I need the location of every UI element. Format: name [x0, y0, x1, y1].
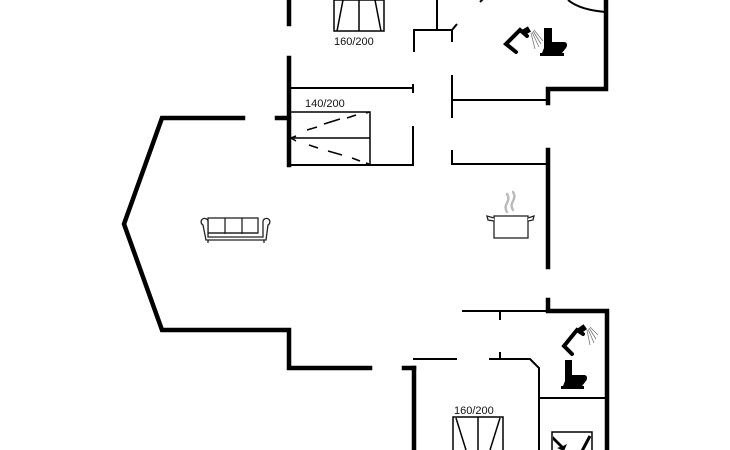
door-swing-a — [451, 23, 458, 31]
cooking-pot-icon — [486, 190, 535, 239]
bed-label-bottom: 160/200 — [454, 405, 494, 417]
living-room-wall-left — [121, 115, 373, 371]
door-swing-top — [479, 0, 484, 3]
bedroom-bottom-wall-top-b — [489, 358, 540, 450]
toilet-icon — [540, 28, 568, 56]
hall-wall-b — [413, 29, 453, 52]
bathroom-bottom-wall-top — [545, 297, 610, 450]
walls — [121, 0, 610, 450]
double-bed-icon-bottom — [452, 416, 504, 450]
interior-walls — [289, 0, 607, 450]
bathroom-top-wall-right — [545, 0, 609, 106]
shower-icon — [503, 26, 544, 54]
single-bed-icon — [551, 431, 593, 450]
bedroom-middle-wall-bottom — [289, 126, 414, 166]
bed-label-middle: 140/200 — [305, 98, 345, 110]
shower-icon-bottom — [561, 324, 599, 356]
double-bed-icon — [333, 0, 385, 32]
toilet-icon-bottom — [561, 360, 588, 389]
bunk-bed-icon — [288, 111, 371, 166]
door-arc-top-right — [567, 0, 607, 13]
kitchen-wall-top — [451, 150, 548, 165]
bed-label-top: 160/200 — [334, 36, 374, 48]
sofa-icon — [200, 217, 271, 243]
bedroom-bottom-wall-top-a — [413, 358, 457, 360]
